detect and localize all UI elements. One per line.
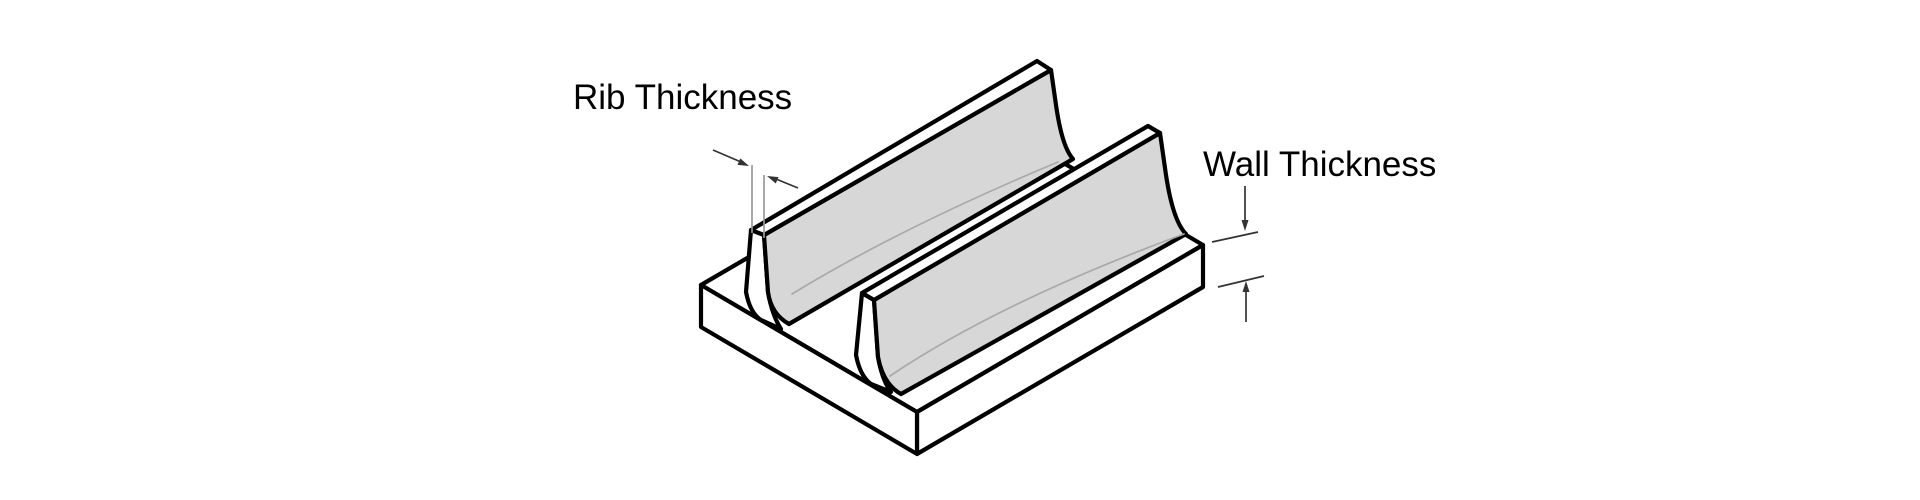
rib-front [853,123,1189,397]
wall-extension-line-lower [1217,275,1265,288]
rib-front-side-face [871,130,1189,397]
rib-front-fillet-line [889,233,1185,377]
base-end-face [698,282,920,457]
rib-thickness-dimension [712,149,799,238]
rib-arrow-right-line [775,178,799,189]
rib-thickness-label: Rib Thickness [573,78,793,117]
wall-thickness-label: Wall Thickness [1203,145,1437,184]
rib-front-top-face [859,123,1163,303]
wall-arrow-upper-head [1241,220,1249,231]
rib-arrow-left-line [712,149,742,163]
wall-arrow-lower-head [1242,281,1250,292]
rib-arrow-left-head [737,158,749,166]
rib-rear-top-face [748,58,1054,238]
wall-thickness-dimension [1211,186,1265,322]
rib-arrow-right-head [767,176,779,184]
rib-rear [743,58,1076,332]
wall-extension-line-upper [1211,231,1259,243]
rib-rear-side-face [761,67,1076,327]
rib-rear-fillet-line [791,161,1059,295]
